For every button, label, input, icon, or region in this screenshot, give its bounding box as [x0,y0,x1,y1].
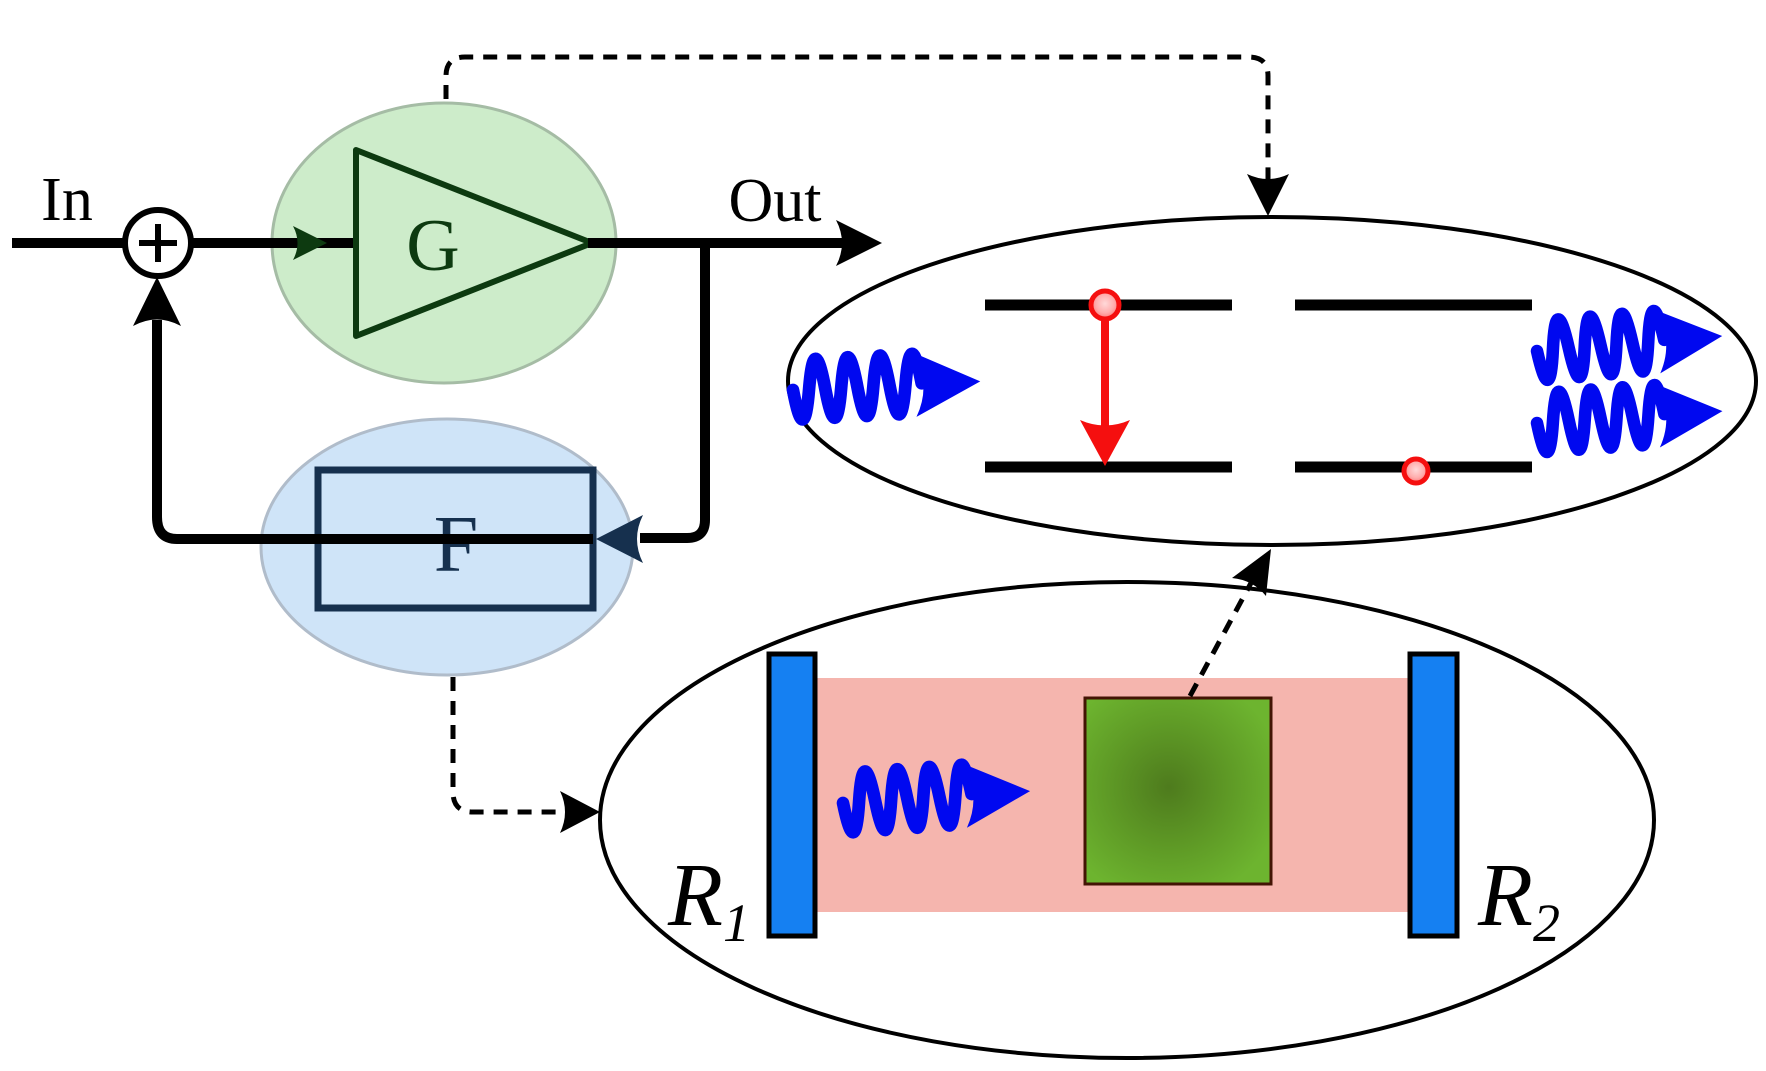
output-branch-line [640,243,710,543]
amplifier-triangle-icon [353,147,595,339]
arrowhead-right-icon [560,791,600,833]
arrowhead-into-sum-icon [133,277,181,326]
arrowhead-into-amplifier-icon [293,226,327,260]
connector-feedback-to-cavity [450,677,600,833]
plus-icon [139,224,177,262]
feedback-label: F [434,501,479,589]
laser-cavity-inset: R1 R2 [598,580,1656,1060]
connector-cavity-to-emission [1187,549,1271,698]
arrowhead-into-feedback-icon [596,515,643,563]
arrowhead-output-icon [836,220,882,266]
output-label: Out [729,167,822,235]
dashed-path [450,677,556,815]
amplifier-label: G [406,205,459,287]
mirror-icon [766,651,818,939]
mirror-icon [1407,651,1460,939]
electron-dot-icon [1088,288,1122,322]
mirror1-label: R1 [667,846,750,953]
dashed-path [443,54,1271,211]
transition-arrow-icon [1080,320,1130,466]
stimulated-emission-inset [788,215,1758,547]
gain-medium-icon [1083,696,1273,886]
connector-gain-to-inset [443,54,1289,216]
mirror2-label: R2 [1477,846,1560,953]
block-diagram: In G Out F [12,101,882,677]
sum-junction-icon [122,207,194,279]
arrowhead-down-icon [1247,174,1289,216]
input-label: In [41,166,93,234]
feedback-return-line [152,320,593,544]
arrowhead-up-icon [1232,549,1271,596]
electron-dot-icon [1401,456,1431,486]
